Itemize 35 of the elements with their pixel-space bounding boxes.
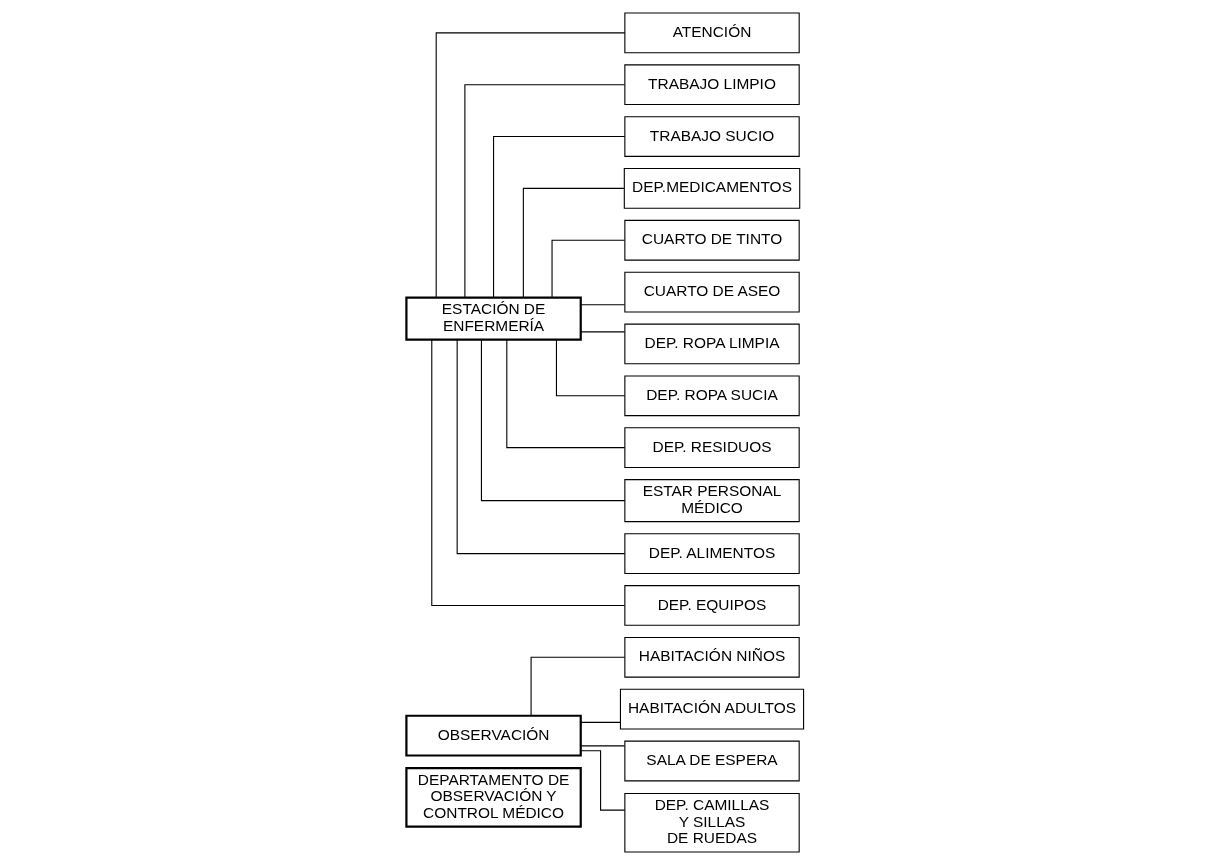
connector [480, 339, 626, 502]
node-box: CUARTO DE ASEO [624, 271, 800, 313]
node-box: TRABAJO SUCIO [624, 116, 800, 157]
connector [580, 721, 621, 723]
connector [456, 339, 626, 555]
node-box: DEP. RESIDUOS [624, 427, 800, 469]
connector [551, 239, 626, 299]
connector [580, 331, 626, 333]
node-box: SALA DE ESPERA [624, 740, 800, 782]
connector [522, 187, 625, 298]
connector [435, 32, 626, 299]
connector [555, 339, 626, 397]
connector [580, 304, 626, 306]
node-box: DEPARTAMENTO DE OBSERVACIÓN Y CONTROL MÉDICO [405, 767, 582, 828]
node-box: DEP. ALIMENTOS [624, 533, 800, 574]
node-box: HABITACIÓN NIÑOS [624, 636, 800, 678]
node-box: DEP. ROPA LIMPIA [624, 323, 800, 365]
connector [580, 750, 626, 811]
node-box: DEP. CAMILLAS Y SILLAS DE RUEDAS [624, 793, 800, 853]
connector [464, 84, 626, 298]
node-box: ESTACIÓN DE ENFERMERÍA [405, 296, 582, 341]
connector [493, 136, 626, 298]
node-box: CUARTO DE TINTO [624, 219, 800, 261]
connector [431, 339, 626, 606]
connector [530, 656, 626, 716]
node-box: TRABAJO LIMPIO [624, 64, 800, 106]
node-box: OBSERVACIÓN [405, 714, 582, 757]
node-box: DEP. ROPA SUCIA [624, 375, 800, 417]
connector [506, 339, 626, 449]
connector [580, 745, 626, 747]
node-box: DEP. EQUIPOS [624, 585, 800, 626]
node-box: ATENCIÓN [624, 12, 800, 54]
node-box: ESTAR PERSONAL MÉDICO [624, 479, 800, 523]
node-box: DEP.MEDICAMENTOS [623, 168, 801, 209]
node-box: HABITACIÓN ADULTOS [619, 688, 805, 730]
